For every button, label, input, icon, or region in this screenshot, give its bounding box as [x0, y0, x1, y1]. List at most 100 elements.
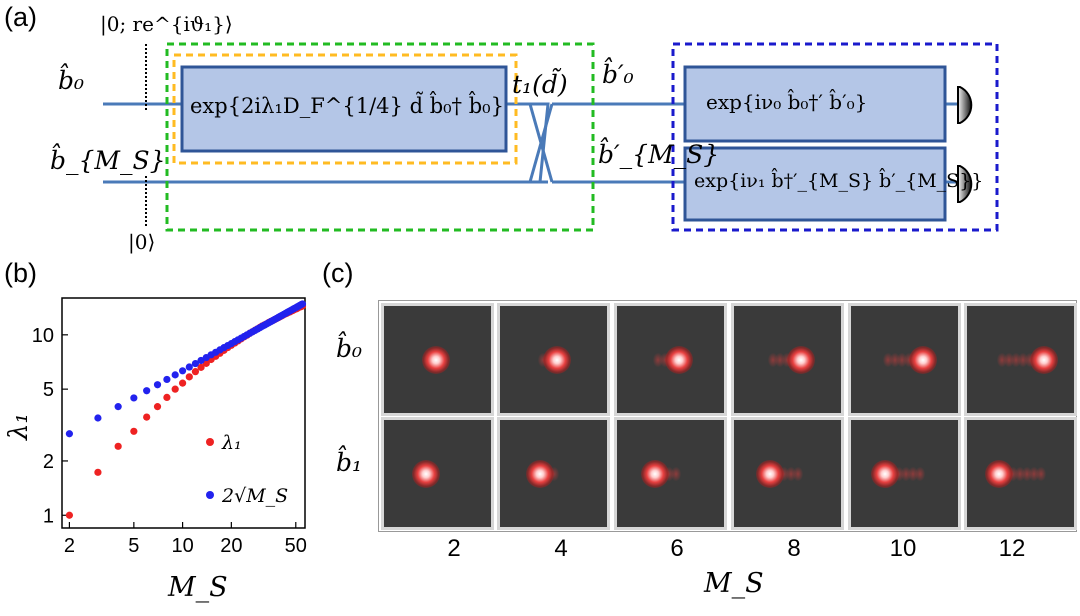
col-tick-0: 2 — [447, 535, 461, 562]
trail-blob — [890, 353, 900, 367]
grid-xlabel: M_S — [704, 568, 764, 599]
col-tick-1: 4 — [554, 535, 568, 562]
trail-blob — [1018, 353, 1028, 367]
point-two-sqrt-ms — [153, 381, 162, 389]
mode-bottom-out: b̂′_{M_S} — [598, 140, 720, 169]
legend-marker — [206, 491, 214, 499]
point-two-sqrt-ms — [185, 363, 193, 371]
mode-image-r0-c1 — [497, 303, 610, 416]
x-tick-label: 2 — [64, 535, 75, 557]
y-tick-label: 5 — [43, 379, 54, 401]
trail-blob — [1022, 467, 1032, 481]
mode-image-r0-c4 — [848, 303, 961, 416]
beamsplitter-cross-1 — [530, 102, 550, 183]
mode-top-out: b̂′₀ — [602, 60, 634, 89]
col-tick-4: 10 — [889, 535, 917, 562]
trail-blob — [1011, 353, 1021, 367]
detector-bottom-icon — [957, 165, 973, 203]
beamsplitter-x2 — [528, 103, 554, 183]
mode-image-r0-c5 — [964, 303, 1077, 416]
trail-blob — [997, 353, 1007, 367]
chart-b-ylabel: λ₁ — [4, 413, 34, 440]
trail-blob — [1036, 467, 1046, 481]
main-blob — [909, 346, 937, 374]
point-two-sqrt-ms — [171, 371, 179, 379]
legend-label: 2√M_S — [221, 485, 288, 507]
panel-b-label: (b) — [4, 258, 37, 288]
main-blob — [787, 346, 815, 374]
phase-box-bottom — [683, 146, 947, 222]
trail-blob — [768, 353, 778, 367]
col-tick-2: 6 — [670, 535, 684, 562]
col-tick-3: 8 — [787, 535, 801, 562]
main-blob — [871, 460, 899, 488]
mode-image-r1-c1 — [497, 417, 610, 530]
point-two-sqrt-ms — [65, 430, 74, 438]
squeezer-label: exp{2iλ₁D_F^{1/4} d̃ b̂₀† b̂₀} — [190, 94, 504, 118]
main-blob — [756, 460, 784, 488]
mode-image-r1-c2 — [614, 417, 727, 530]
squeezer-box — [180, 65, 508, 153]
point-two-sqrt-ms — [94, 414, 102, 422]
point-lambda1 — [114, 442, 122, 450]
phase-box-top — [683, 65, 947, 143]
main-blob — [543, 346, 571, 374]
point-two-sqrt-ms — [178, 367, 187, 375]
trail-blob — [653, 353, 663, 367]
trail-blob — [915, 467, 925, 481]
x-tick-label: 20 — [220, 535, 242, 557]
trail-blob — [779, 467, 789, 481]
point-lambda1 — [143, 413, 151, 421]
main-blob — [665, 346, 693, 374]
point-lambda1 — [153, 403, 162, 411]
mode-top-in: b̂₀ — [58, 66, 85, 95]
trail-blob — [908, 467, 918, 481]
y-tick-label: 10 — [32, 325, 54, 347]
main-blob — [526, 460, 554, 488]
legend-marker — [206, 438, 214, 446]
point-lambda1 — [65, 511, 74, 519]
point-lambda1 — [185, 373, 193, 381]
main-blob — [1030, 346, 1058, 374]
blue-dashed-frame — [671, 42, 999, 232]
point-two-sqrt-ms — [163, 375, 171, 384]
trail-blob — [786, 467, 796, 481]
point-lambda1 — [171, 385, 179, 393]
point-lambda1 — [94, 468, 102, 476]
trail-blob — [1015, 467, 1025, 481]
trail-blob — [549, 467, 559, 481]
point-lambda1 — [130, 427, 138, 435]
input-top-state: |0; re^{iϑ₁}⟩ — [100, 12, 233, 36]
trail-blob — [775, 353, 785, 367]
panel-c-label: (c) — [322, 258, 354, 288]
phase-top-label: exp{iν₀ b̂₀†′ b̂′₀} — [706, 90, 868, 114]
trail-blob — [897, 353, 907, 367]
point-two-sqrt-ms — [143, 387, 151, 395]
legend-label: λ₁ — [221, 432, 242, 454]
trail-blob — [671, 467, 681, 481]
mode-image-r1-c0 — [381, 417, 494, 530]
main-blob — [422, 346, 450, 374]
point-two-sqrt-ms — [298, 300, 307, 308]
trail-blob — [894, 467, 904, 481]
y-tick-label: 2 — [43, 451, 54, 473]
circuit-diagram — [103, 42, 999, 232]
phase-bottom-label: exp{iν₁ b̂†′_{M_S} b̂′_{M_S}} — [694, 170, 984, 192]
mode-image-r1-c3 — [731, 417, 844, 530]
trail-blob — [793, 467, 803, 481]
point-lambda1 — [191, 368, 200, 376]
image-grid-frame — [378, 300, 1077, 532]
trail-blob — [1004, 353, 1014, 367]
trail-blob — [664, 467, 674, 481]
trail-blob — [883, 353, 893, 367]
point-lambda1 — [178, 379, 187, 387]
point-two-sqrt-ms — [191, 359, 200, 368]
main-blob — [985, 460, 1013, 488]
green-dashed-frame — [165, 42, 595, 232]
mode-image-r0-c2 — [614, 303, 727, 416]
chart-b-frame — [61, 297, 306, 529]
trail-blob — [1008, 467, 1018, 481]
orange-dashed-frame — [172, 53, 518, 165]
beamsplitter-label: t₁(d̃) — [512, 70, 568, 99]
